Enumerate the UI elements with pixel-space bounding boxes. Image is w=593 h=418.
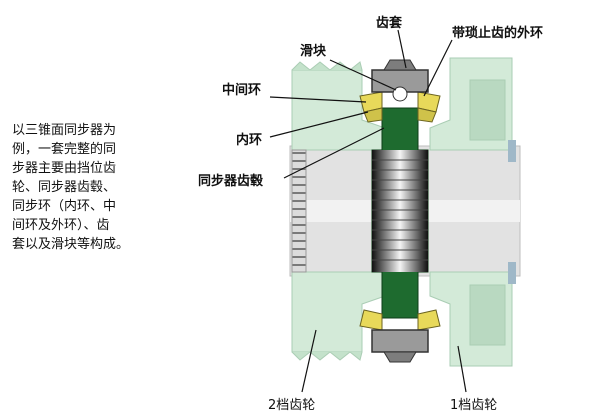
leader-slider	[329, 59, 397, 91]
sleeve-lower-fork	[383, 351, 417, 363]
leader-outer-ring	[423, 39, 453, 97]
hub-splines	[372, 150, 428, 272]
leader-middle-ring	[269, 96, 367, 103]
gear1-bearing-top	[508, 140, 516, 162]
label-sleeve: 齿套	[376, 16, 403, 31]
sleeve-upper-fork	[383, 59, 417, 71]
leader-gear2	[301, 329, 317, 393]
sleeve-lower	[371, 329, 429, 353]
description-text: 以三锥面同步器为 例，一套完整的同 步器主要由挡位齿 轮、同步器齿毂、 同步环（…	[12, 123, 130, 252]
leader-inner-ring	[269, 111, 369, 138]
label-outer-ring: 带琐止齿的外环	[452, 26, 544, 41]
label-gear2: 2档齿轮	[268, 398, 316, 413]
gear2-upper-teeth	[291, 61, 363, 71]
ring-upper-right-b	[417, 107, 437, 123]
leader-sleeve	[397, 29, 407, 69]
ring-lower-right	[417, 309, 441, 331]
gear1-lower-inner	[469, 284, 506, 346]
leader-hub	[283, 127, 385, 179]
gear2-side-teeth	[291, 149, 307, 273]
leader-gear1	[457, 345, 467, 393]
ring-lower-left	[359, 309, 383, 331]
slider-ball	[392, 86, 408, 102]
label-hub: 同步器齿毂	[198, 174, 264, 189]
label-inner-ring: 内环	[236, 133, 263, 148]
spline-lines	[372, 159, 428, 261]
label-gear1: 1档齿轮	[450, 398, 498, 413]
gear1-bearing-bottom	[508, 262, 516, 284]
gear1-upper-inner	[469, 79, 506, 141]
label-middle-ring: 中间环	[222, 83, 262, 98]
label-slider: 滑块	[300, 44, 327, 59]
ring-upper-left-b	[363, 107, 383, 123]
gear2-lower-teeth	[291, 351, 363, 361]
